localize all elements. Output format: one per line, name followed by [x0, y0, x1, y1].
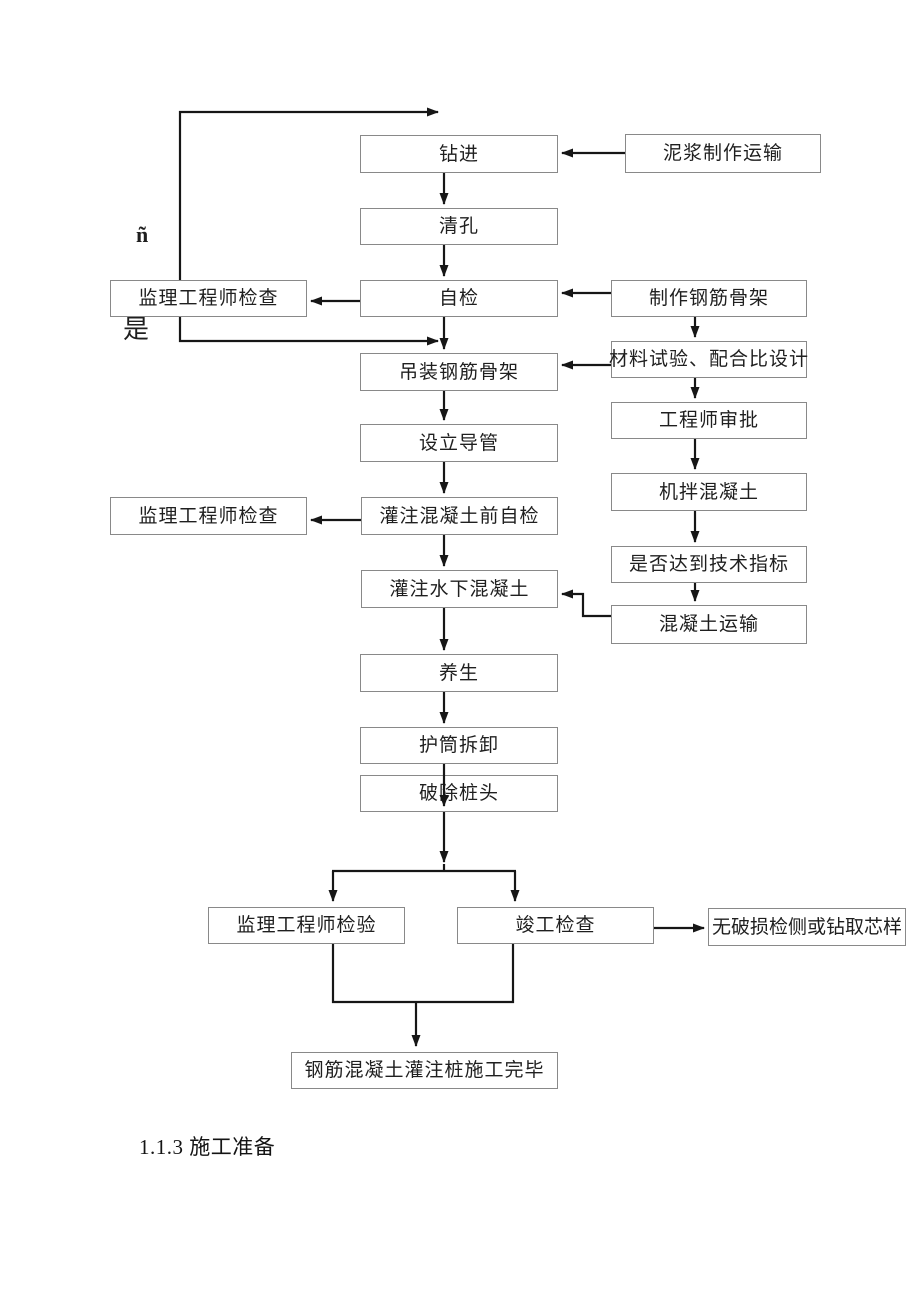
- node-concrete-transport: 混凝土运输: [611, 605, 807, 644]
- node-machine-mixed-concrete: 机拌混凝土: [611, 473, 807, 511]
- arrow-yes-branch-to-hoisting: [178, 317, 439, 346]
- node-conduit-installation: 设立导管: [360, 424, 558, 462]
- node-engineer-approval: 工程师审批: [611, 402, 807, 439]
- section-heading: 1.1.3 施工准备: [139, 1135, 276, 1159]
- node-material-test-mix-design: 材料试验、配合比设计: [609, 341, 808, 378]
- arrow-concrete-transport-to-pouring: [561, 589, 611, 618]
- node-pre-pour-self-inspection: 灌注混凝土前自检: [361, 497, 558, 535]
- node-rebar-cage-fabrication: 制作钢筋骨架: [611, 280, 807, 317]
- node-curing: 养生: [360, 654, 558, 692]
- node-construction-complete: 钢筋混凝土灌注桩施工完毕: [291, 1052, 558, 1089]
- node-self-inspection: 自检: [360, 280, 558, 317]
- branch-label-yes: 是: [123, 315, 150, 344]
- node-drilling: 钻进: [360, 135, 558, 173]
- split-branch-lines: [328, 869, 520, 902]
- node-supervisor-check-2: 监理工程师检查: [110, 497, 307, 535]
- node-supervisor-check-1: 监理工程师检查: [110, 280, 307, 317]
- node-rebar-cage-hoisting: 吊装钢筋骨架: [360, 353, 558, 391]
- node-ndt-or-core-sampling: 无破损检侧或钻取芯样: [708, 908, 906, 946]
- node-technical-criteria-check: 是否达到技术指标: [611, 546, 807, 583]
- merge-lines-to-complete: [331, 944, 515, 1047]
- node-supervisor-inspection: 监理工程师检验: [208, 907, 405, 944]
- node-pile-head-breaking: 破除桩头: [360, 775, 558, 812]
- node-hole-cleaning: 清孔: [360, 208, 558, 245]
- node-completion-check: 竣工检查: [457, 907, 654, 944]
- node-casing-removal: 护筒拆卸: [360, 727, 558, 764]
- node-underwater-concrete-pouring: 灌注水下混凝土: [361, 570, 558, 608]
- node-mud-making-transport: 泥浆制作运输: [625, 134, 821, 173]
- branch-label-no: ñ: [136, 222, 149, 247]
